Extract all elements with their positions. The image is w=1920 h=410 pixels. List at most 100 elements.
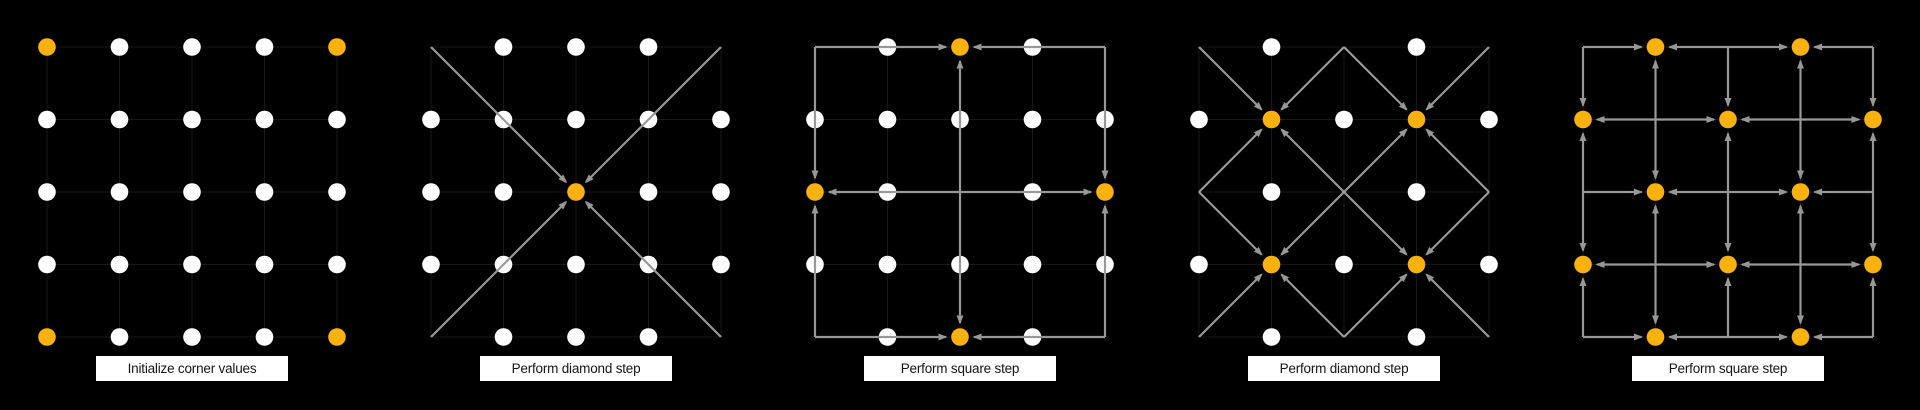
averaging-arrow [584,200,722,338]
grid-dot [712,255,730,274]
grid-dot [183,255,201,274]
grid-dot-highlighted [1791,328,1810,346]
grid-dot-highlighted [38,38,56,56]
grid-dot-highlighted [1646,38,1665,56]
grid-dot [1480,255,1498,274]
grid-dot [1262,38,1281,56]
step-label: Perform diamond step [480,356,672,381]
grid-dot-highlighted [328,38,346,56]
panel-square-step-1: Perform square step [768,0,1152,410]
panel-diamond-step-2: Perform diamond step [1152,0,1536,410]
grid-dot [1335,110,1353,129]
grid-dot [1262,328,1281,346]
grid-dot [110,38,129,56]
grid-dot-highlighted [1791,38,1810,56]
grid-dot-highlighted [806,183,824,201]
averaging-arrow [1343,128,1408,193]
averaging-arrow [1198,191,1263,256]
grid-dot [328,110,346,129]
averaging-arrow [584,46,722,184]
grid-dot-highlighted [1574,255,1592,274]
averaging-arrow [1280,46,1345,111]
averaging-arrow [1198,273,1263,338]
grid-dot [494,183,513,201]
grid-dot [183,183,201,201]
grid-dot [422,110,440,129]
grid-dot [567,328,585,346]
grid-dot [255,110,274,129]
grid-dot [1407,328,1426,346]
grid-dot [255,255,274,274]
grid-dot [1407,183,1426,201]
grid-dot-highlighted [1407,110,1426,129]
grid-dot [1190,110,1208,129]
grid-dot-highlighted [1407,255,1426,274]
grid-dot [328,255,346,274]
grid-dot-highlighted [1791,183,1810,201]
grid-dot [183,110,201,129]
grid-dot [1190,255,1208,274]
grid-dot-highlighted [567,183,585,201]
grid-dot [1480,110,1498,129]
grid-dot [1023,110,1042,129]
grid-dot [38,255,56,274]
grid-dot-highlighted [1646,183,1665,201]
grid-dot [639,38,658,56]
grid-dot [639,328,658,346]
grid-dot-highlighted [1262,255,1281,274]
grid-dot [38,110,56,129]
panel-square-step-2: Perform square step [1536,0,1920,410]
panel-initialize-corner-values: Initialize corner values [0,0,384,410]
grid-dot-highlighted [1096,183,1114,201]
grid-dot [494,38,513,56]
grid-dot-highlighted [1646,328,1665,346]
averaging-arrow [1425,273,1490,338]
step-label: Perform diamond step [1248,356,1440,381]
averaging-arrow [1343,273,1408,338]
grid-dot [567,110,585,129]
averaging-arrow [1280,273,1345,338]
grid-dot-highlighted [951,328,969,346]
averaging-arrow [1198,46,1263,111]
grid-dot-highlighted [1574,110,1592,129]
averaging-arrow [1198,128,1263,193]
averaging-arrow [1280,191,1345,256]
grid-dot [255,38,274,56]
averaging-arrow [1343,46,1408,111]
grid-dot [183,328,201,346]
grid-dot [878,110,897,129]
grid-dot-highlighted [951,38,969,56]
grid-dot [1335,255,1353,274]
grid-dot [1407,38,1426,56]
grid-dot-highlighted [328,328,346,346]
grid-dot-highlighted [1864,110,1882,129]
grid-dot [255,328,274,346]
grid-diagram-square-2 [1574,38,1882,346]
grid-dot [110,183,129,201]
grid-dot-highlighted [1262,110,1281,129]
grid-dot [255,183,274,201]
grid-dot [183,38,201,56]
grid-dot [1262,183,1281,201]
grid-dot [110,328,129,346]
grid-dot [712,183,730,201]
grid-dot [878,255,897,274]
grid-diagram-initialize [38,38,346,346]
grid-dot [328,183,346,201]
grid-dot [712,110,730,129]
grid-dot-highlighted [1719,255,1737,274]
averaging-arrow [430,46,568,184]
grid-dot [110,255,129,274]
grid-dot [38,183,56,201]
averaging-arrow [1425,46,1490,111]
averaging-arrow [1425,128,1490,193]
grid-dot [422,255,440,274]
grid-dot-highlighted [1864,255,1882,274]
grid-diagram-diamond-2 [1190,38,1498,346]
averaging-arrow [430,200,568,338]
step-label: Initialize corner values [96,356,288,381]
grid-dot [639,183,658,201]
panel-diamond-step-1: Perform diamond step [384,0,768,410]
grid-diagram-diamond-1 [422,38,730,346]
